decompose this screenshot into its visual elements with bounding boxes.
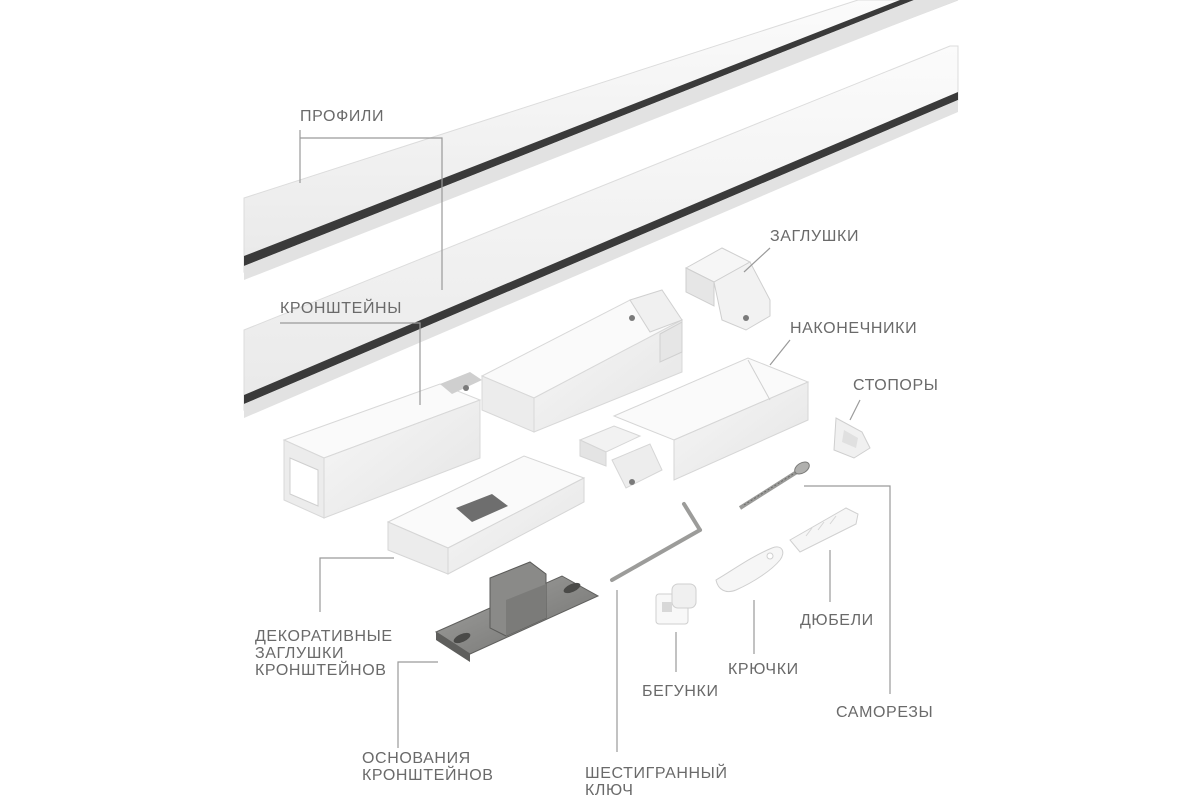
label-hooks: КРЮЧКИ: [728, 661, 799, 678]
label-profiles: ПРОФИЛИ: [300, 108, 385, 125]
label-tips: НАКОНЕЧНИКИ: [790, 320, 918, 337]
end-tip: [578, 357, 810, 489]
label-brackets: КРОНШТЕЙНЫ: [280, 300, 402, 317]
leader-decor: [319, 557, 394, 612]
label-hex-key: ШЕСТИГРАННЫЙ КЛЮЧ: [585, 765, 728, 799]
decorative-cap-part: [386, 455, 586, 575]
label-decorative-caps: ДЕКОРАТИВНЫЕ ЗАГЛУШКИ КРОНШТЕЙНОВ: [255, 628, 393, 679]
leader-tips: [769, 339, 791, 366]
bracket-base-part: [434, 561, 600, 662]
end-plug: [684, 247, 771, 331]
profile-rail-top: [243, 0, 959, 280]
leader-stoppers: [849, 399, 861, 421]
hook-part: [715, 546, 784, 593]
leader-profiles-2: [300, 137, 443, 290]
leader-plugs: [743, 247, 771, 273]
bracket-right: [480, 289, 684, 433]
bracket-left: [282, 372, 482, 519]
label-bracket-bases: ОСНОВАНИЯ КРОНШТЕЙНОВ: [362, 750, 494, 784]
stopper-part: [833, 417, 871, 459]
label-dowels: ДЮБЕЛИ: [800, 612, 874, 629]
leader-bases: [397, 661, 438, 748]
hex-key-part: [610, 502, 702, 582]
label-screws: САМОРЕЗЫ: [836, 704, 934, 721]
leader-screws: [804, 485, 891, 694]
leader-lines: [280, 130, 891, 752]
label-plugs: ЗАГЛУШКИ: [770, 228, 860, 245]
label-stoppers: СТОПОРЫ: [853, 377, 939, 394]
leader-brackets: [280, 322, 421, 405]
label-runners: БЕГУНКИ: [642, 683, 719, 700]
profile-rail-bottom: [243, 45, 959, 418]
dowel-part: [789, 507, 859, 553]
screw-part: [738, 461, 810, 510]
runner-part: [655, 583, 697, 625]
